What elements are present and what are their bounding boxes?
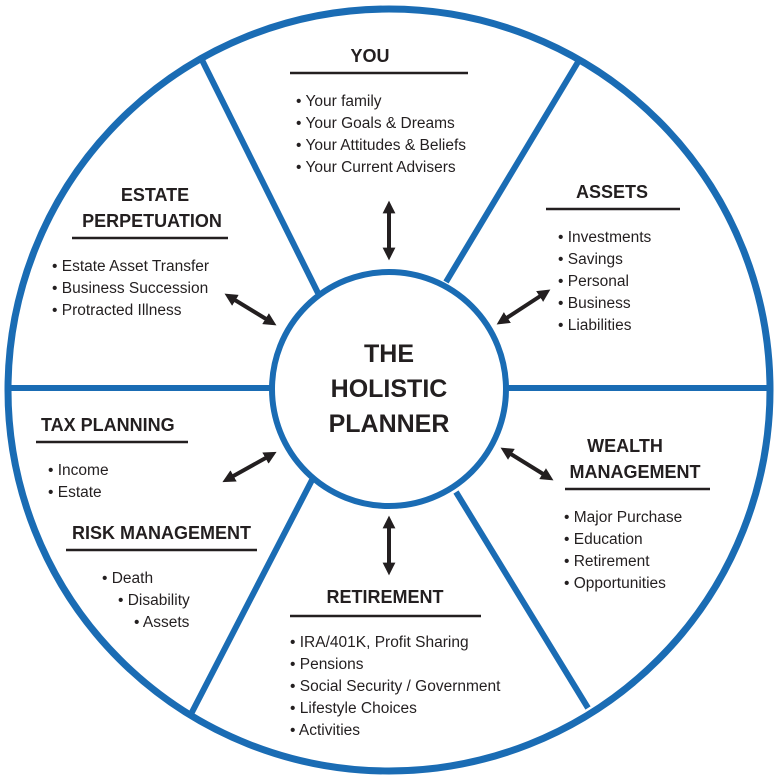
section-estate-perpetuation: ESTATE PERPETUATION • Estate Asset Trans… <box>52 185 228 319</box>
list-item: • Activities <box>290 722 360 739</box>
list-item: • Business Succession <box>52 280 208 297</box>
list-item: • Death <box>102 570 153 587</box>
list-item: • IRA/401K, Profit Sharing <box>290 634 469 651</box>
list-item: • Pensions <box>290 656 364 673</box>
section-wealth-management: WEALTH MANAGEMENT • Major Purchase • Edu… <box>564 436 710 592</box>
section-title: RETIREMENT <box>327 587 444 607</box>
list-item: • Income <box>48 462 109 479</box>
arrow-estate-icon <box>224 293 277 326</box>
list-item: • Savings <box>558 251 623 268</box>
arrow-assets-icon <box>496 289 551 325</box>
list-item: • Your Current Advisers <box>296 159 456 176</box>
arrows <box>222 200 554 576</box>
list-item: • Personal <box>558 273 629 290</box>
divider-top-right <box>443 60 581 284</box>
section-title: WEALTH <box>587 436 663 456</box>
section-risk-management: RISK MANAGEMENT • Death • Disability • A… <box>66 523 257 631</box>
list-item: • Lifestyle Choices <box>290 700 417 717</box>
arrow-wealth-icon <box>500 447 554 481</box>
arrow-tax-icon <box>222 451 277 483</box>
section-title: RISK MANAGEMENT <box>72 523 251 543</box>
list-item: • Opportunities <box>564 575 666 592</box>
list-item: • Your Attitudes & Beliefs <box>296 137 466 154</box>
center-circle <box>269 269 509 509</box>
list-item: • Estate <box>48 484 102 501</box>
list-item: • Major Purchase <box>564 509 682 526</box>
section-tax-planning: TAX PLANNING • Income • Estate <box>36 415 188 501</box>
center-line-2: HOLISTIC <box>331 375 448 403</box>
section-assets: ASSETS • Investments • Savings • Persona… <box>546 182 680 334</box>
list-item: • Protracted Illness <box>52 302 182 319</box>
list-item: • Assets <box>134 614 190 631</box>
section-title: TAX PLANNING <box>41 415 175 435</box>
section-title: YOU <box>350 46 389 66</box>
section-you: YOU • Your family • Your Goals & Dreams … <box>290 46 468 176</box>
list-item: • Liabilities <box>558 317 632 334</box>
section-title: ASSETS <box>576 182 648 202</box>
section-retirement: RETIREMENT • IRA/401K, Profit Sharing • … <box>290 587 501 739</box>
list-item: • Social Security / Government <box>290 678 501 695</box>
list-item: • Estate Asset Transfer <box>52 258 209 275</box>
list-item: • Disability <box>118 592 190 609</box>
list-item: • Your Goals & Dreams <box>296 115 455 132</box>
center-line-3: PLANNER <box>329 410 450 438</box>
divider-bottom-left <box>187 478 315 718</box>
divider-top-left <box>198 56 321 295</box>
list-item: • Retirement <box>564 553 650 570</box>
section-title: ESTATE <box>121 185 189 205</box>
center-line-1: THE <box>364 340 414 368</box>
center-title: THE HOLISTIC PLANNER <box>329 340 450 438</box>
list-item: • Your family <box>296 93 382 110</box>
list-item: • Education <box>564 531 643 548</box>
section-title: PERPETUATION <box>82 211 222 231</box>
list-item: • Business <box>558 295 631 312</box>
list-item: • Investments <box>558 229 652 246</box>
section-dividers <box>8 56 771 718</box>
section-title: MANAGEMENT <box>570 462 701 482</box>
divider-bottom-right <box>453 490 591 710</box>
